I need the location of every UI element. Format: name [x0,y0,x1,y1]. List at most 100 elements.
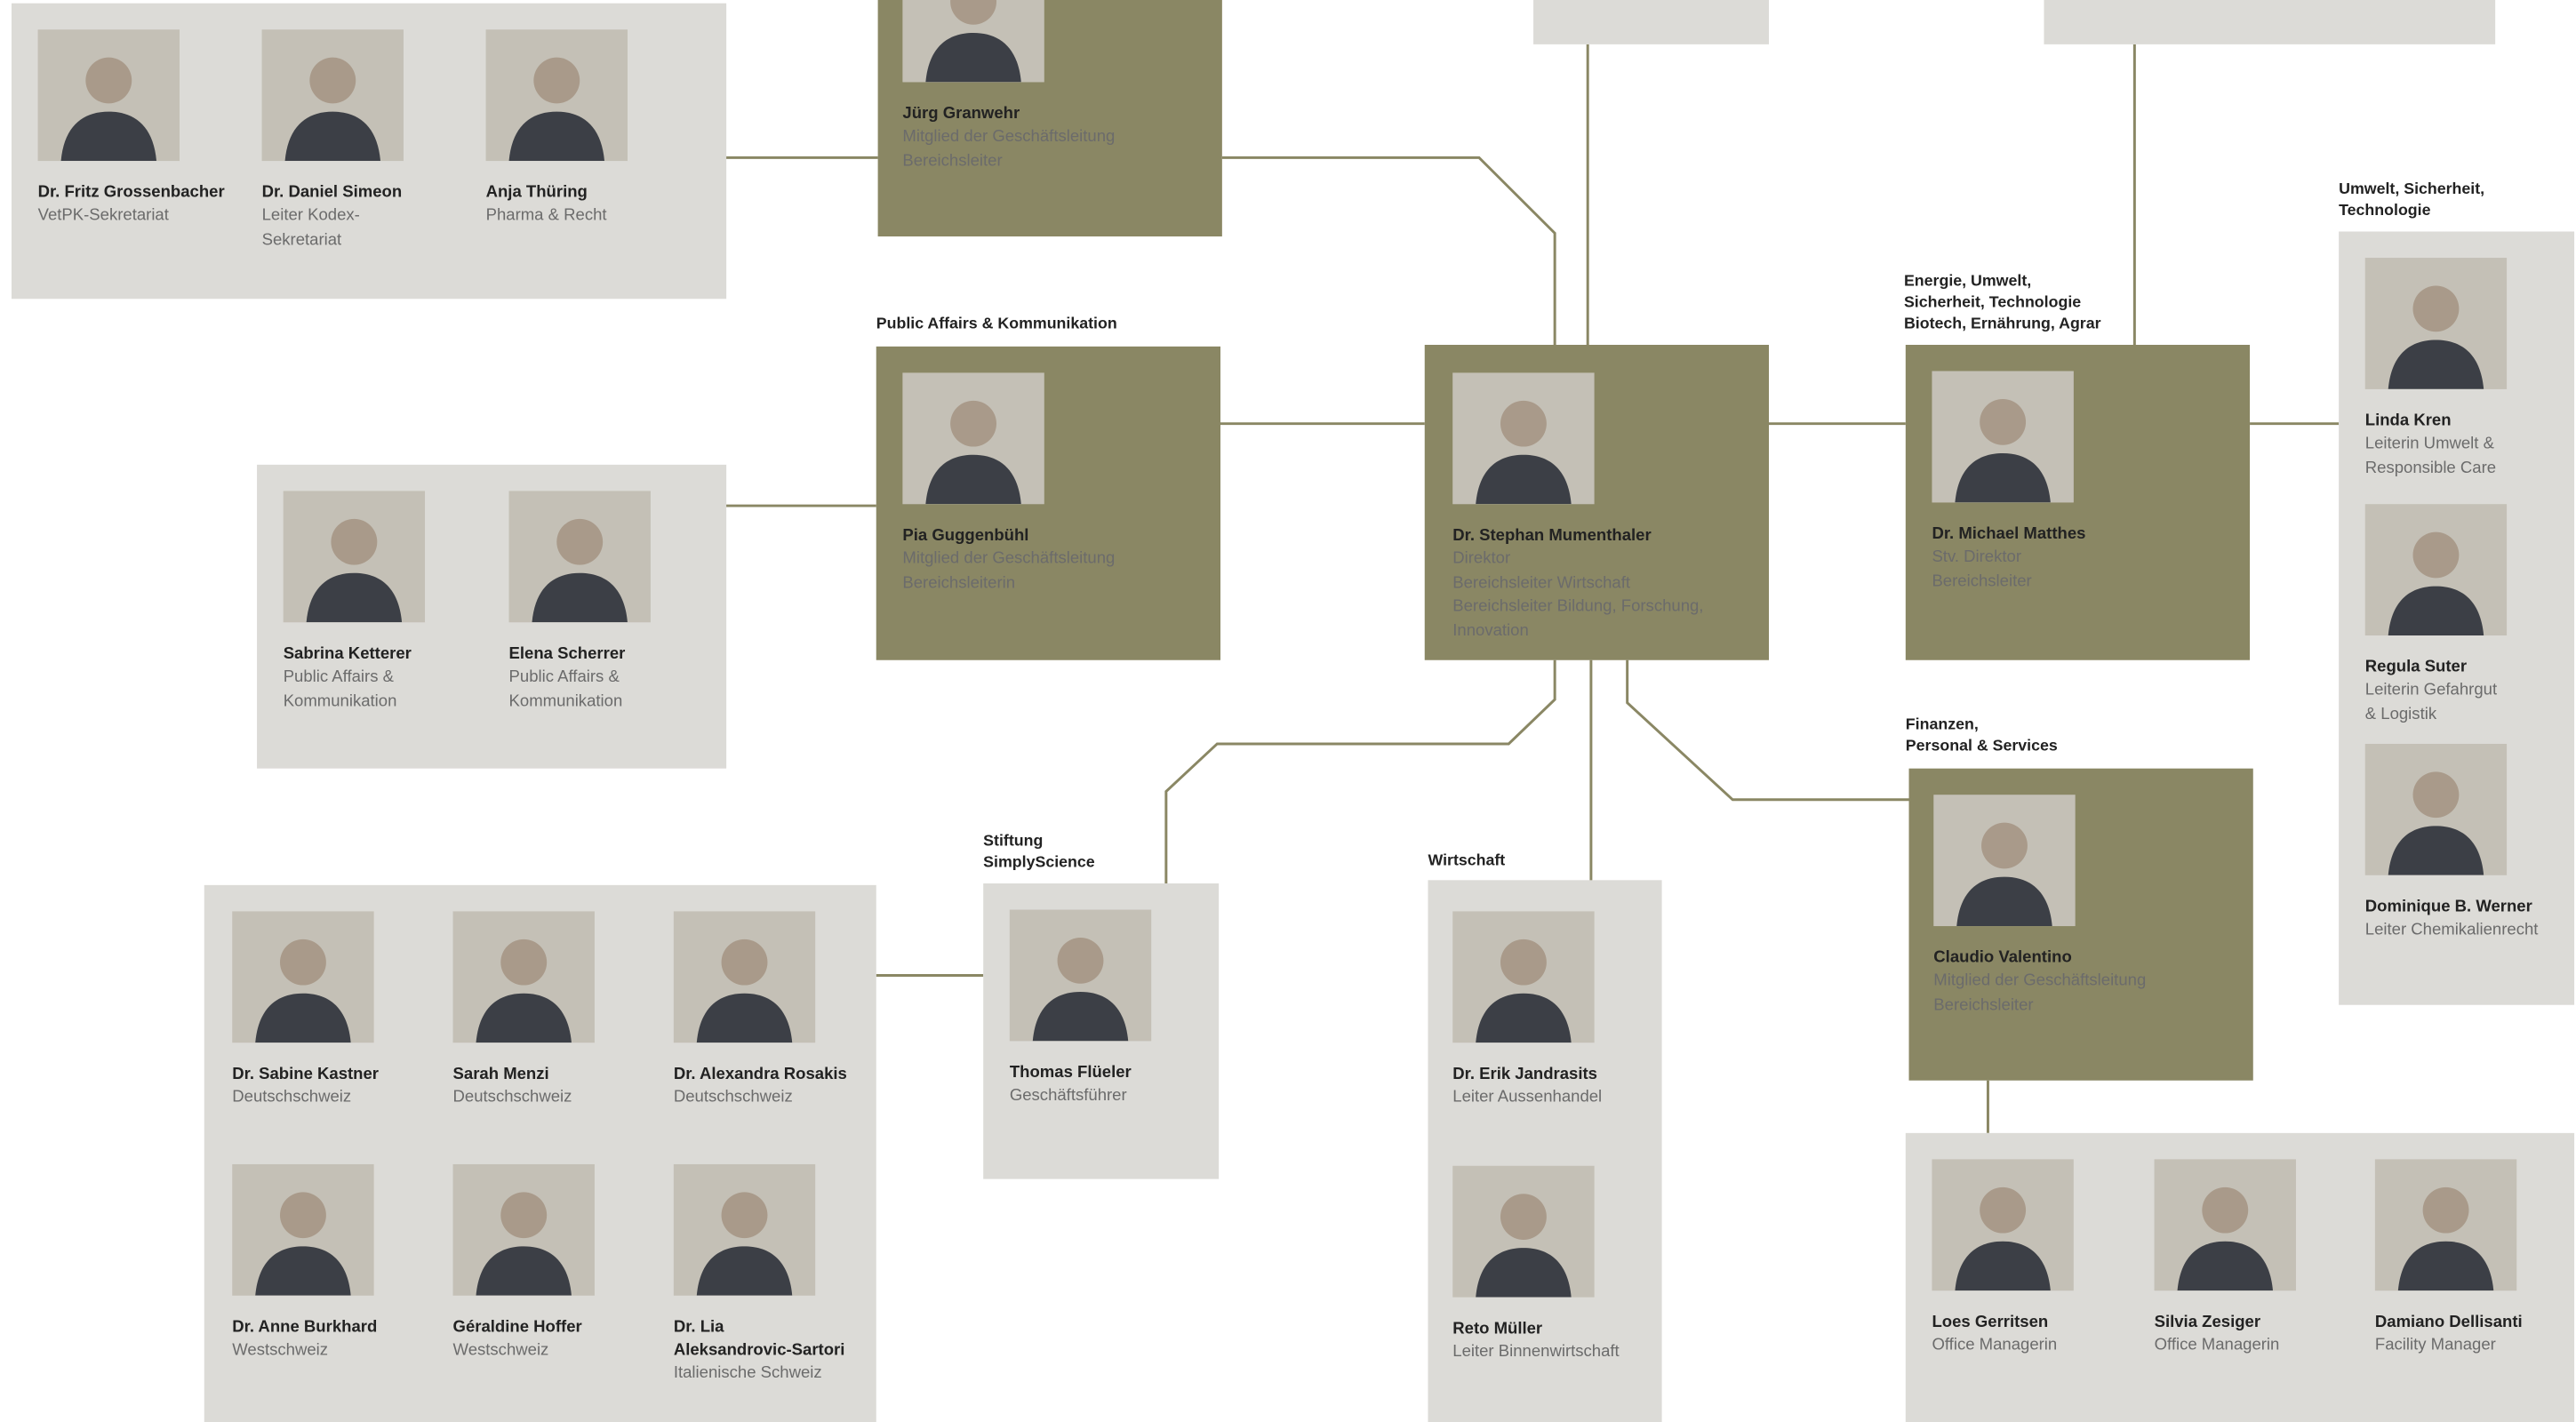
person-role: Stv. Direktor Bereichsleiter [1932,548,2032,591]
person-role: Leiter Kodex- Sekretariat [261,206,360,249]
person-role: Facility Manager [2374,1336,2496,1355]
person-name: Claudio Valentino [1933,948,2072,968]
person-name: Dr. Stephan Mumenthaler [1452,527,1652,546]
person-photo-icon [2364,258,2508,389]
person-name: Elena Scherrer [508,645,626,664]
person-photo [485,29,628,162]
person-role: Public Affairs & Kommunikation [508,667,623,711]
person-name: Géraldine Hoffer [452,1318,582,1337]
person-photo [1932,1159,2074,1291]
section-label-finanzen: Finanzen, Personal & Services [1905,715,2058,755]
person-role: Pharma & Recht [485,206,607,226]
person-photo-icon [1452,372,1595,505]
person-photo [1452,372,1595,505]
person-role: Public Affairs & Kommunikation [283,667,397,711]
connector-line [1221,156,1556,347]
section-label-energie: Energie, Umwelt, Sicherheit, Technologie… [1903,272,2101,334]
person-name: Damiano Dellisanti [2374,1314,2523,1332]
person-role: Westschweiz [452,1341,549,1360]
person-photo-icon [485,29,628,162]
person-photo-icon [2364,504,2508,636]
person-name: Dr. Sabine Kastner [232,1066,380,1084]
person-photo [452,1163,595,1296]
person-role: Deutschschweiz [232,1088,352,1107]
person-photo [1933,795,2076,927]
person-photo-icon [452,1163,595,1296]
person-role: Geschäftsführer [1009,1087,1127,1106]
person-photo [673,911,816,1043]
section-label-umwelt: Umwelt, Sicherheit, Technologie [2339,180,2485,220]
connector-line [1164,659,1556,884]
person-photo [232,911,374,1043]
person-photo-icon [232,1163,374,1296]
person-photo [2154,1159,2296,1291]
person-role: Deutschschweiz [673,1088,793,1107]
person-role: Office Managerin [2154,1336,2280,1355]
person-photo-icon [37,29,180,162]
person-photo [508,491,651,623]
person-name: Dr. Lia Aleksandrovic-Sartori [673,1318,845,1360]
person-photo-icon [673,911,816,1043]
person-photo-icon [2154,1159,2296,1291]
person-role: VetPK-Sekretariat [37,206,169,226]
person-photo-icon [1009,909,1152,1042]
person-photo-icon [1932,1159,2074,1291]
person-name: Thomas Flüeler [1009,1064,1132,1082]
person-photo [1009,909,1152,1042]
person-role: Office Managerin [1932,1336,2058,1355]
section-label-wirtschaft: Wirtschaft [1428,851,1506,871]
person-photo-icon [508,491,651,623]
person-name: Jürg Granwehr [902,105,1020,124]
person-name: Dr. Anne Burkhard [232,1318,378,1337]
person-name: Loes Gerritsen [1932,1314,2049,1332]
person-photo-icon [283,491,426,623]
person-role: Direktor Bereichsleiter Wirtschaft Berei… [1452,549,1704,640]
person-photo [261,29,404,162]
person-photo [232,1163,374,1296]
person-photo-icon [1452,1165,1595,1298]
person-photo-icon [902,0,1044,83]
section-label-stiftung: Stiftung SimplyScience [983,832,1095,873]
person-photo-icon [1452,911,1595,1043]
person-photo-icon [2364,743,2508,875]
person-photo [2364,743,2508,875]
person-photo [37,29,180,162]
connector-line [1626,659,1909,802]
person-photo [902,0,1044,83]
person-name: Sarah Menzi [452,1066,549,1084]
person-role: Mitglied der Geschäftsleitung Bereichsle… [902,549,1116,593]
person-photo [1452,1165,1595,1298]
person-photo-icon [1933,795,2076,927]
person-role: Westschweiz [232,1341,329,1360]
person-photo [2364,258,2508,389]
person-photo-icon [1932,371,2074,503]
person-photo-icon [2374,1159,2517,1291]
person-name: Dr. Alexandra Rosakis [673,1066,847,1084]
person-role: Leiterin Gefahrgut & Logistik [2364,681,2498,723]
person-name: Silvia Zesiger [2154,1314,2261,1332]
person-name: Linda Kren [2364,411,2452,431]
section-label-public-affairs: Public Affairs & Kommunikation [876,315,1117,334]
person-photo-icon [232,911,374,1043]
